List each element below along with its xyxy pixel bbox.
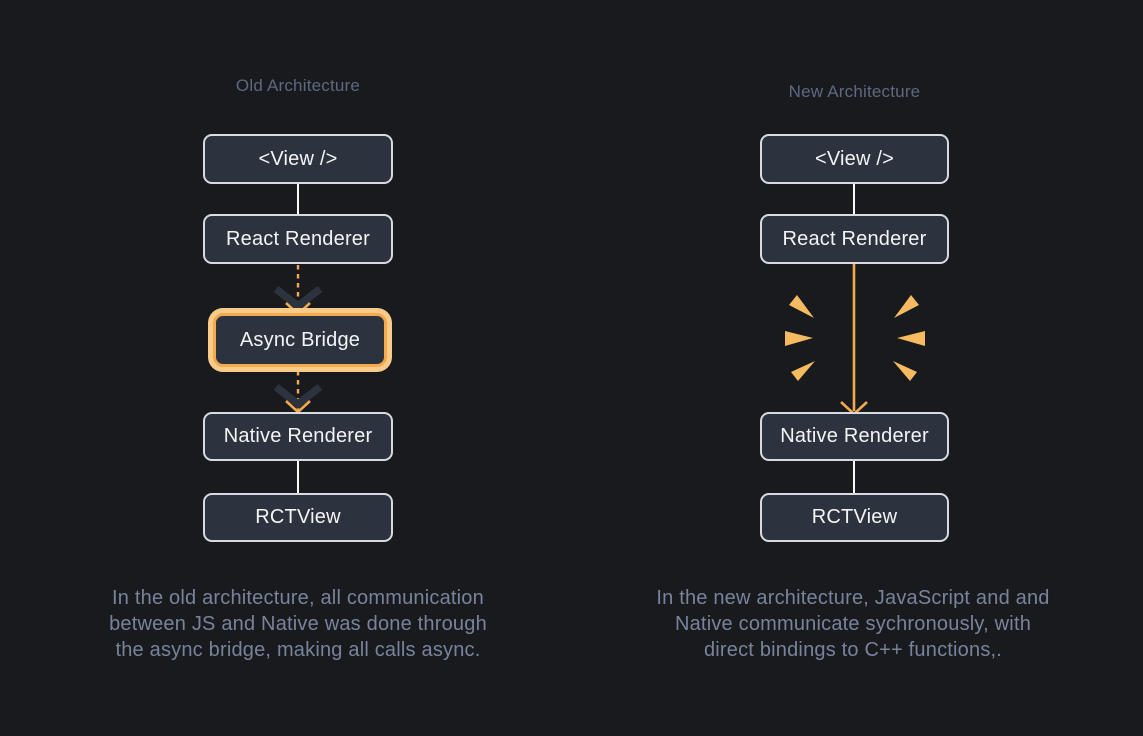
new-architecture-title: New Architecture [788, 82, 921, 101]
burst-right-top-icon [894, 295, 919, 318]
old-async-bridge-node-highlighted: Async Bridge [213, 313, 387, 367]
burst-left-middle-icon [785, 331, 813, 346]
new-native-renderer-node: Native Renderer [760, 412, 949, 461]
old-architecture-caption: In the old architecture, all communicati… [53, 585, 543, 663]
burst-left-top-icon [789, 295, 814, 318]
new-react-renderer-node: React Renderer [760, 214, 949, 264]
caption-line: between JS and Native was done through [109, 613, 487, 635]
dark-chevron-down-icon [273, 384, 323, 409]
old-view-node: <View /> [203, 134, 393, 184]
orange-arrowhead-down-icon [285, 400, 311, 414]
burst-right-bottom-icon [893, 361, 917, 381]
caption-line: direct bindings to C++ functions,. [703, 639, 1003, 661]
burst-right-middle-icon [897, 331, 925, 346]
caption-line: In the old architecture, all communicati… [112, 587, 484, 609]
caption-line: In the new architecture, JavaScript and … [656, 587, 1050, 609]
dark-chevron-down-icon [273, 286, 323, 311]
new-rctview-node: RCTView [760, 493, 949, 542]
old-architecture-title: Old Architecture [235, 76, 361, 95]
caption-line: Native communicate sychronously, with [674, 613, 1032, 635]
old-native-renderer-node: Native Renderer [203, 412, 393, 461]
old-rctview-node: RCTView [203, 493, 393, 542]
burst-left-bottom-icon [791, 361, 815, 381]
new-architecture-caption: In the new architecture, JavaScript and … [608, 585, 1098, 663]
caption-line: the async bridge, making all calls async… [115, 639, 481, 661]
old-react-renderer-node: React Renderer [203, 214, 393, 264]
new-view-node: <View /> [760, 134, 949, 184]
